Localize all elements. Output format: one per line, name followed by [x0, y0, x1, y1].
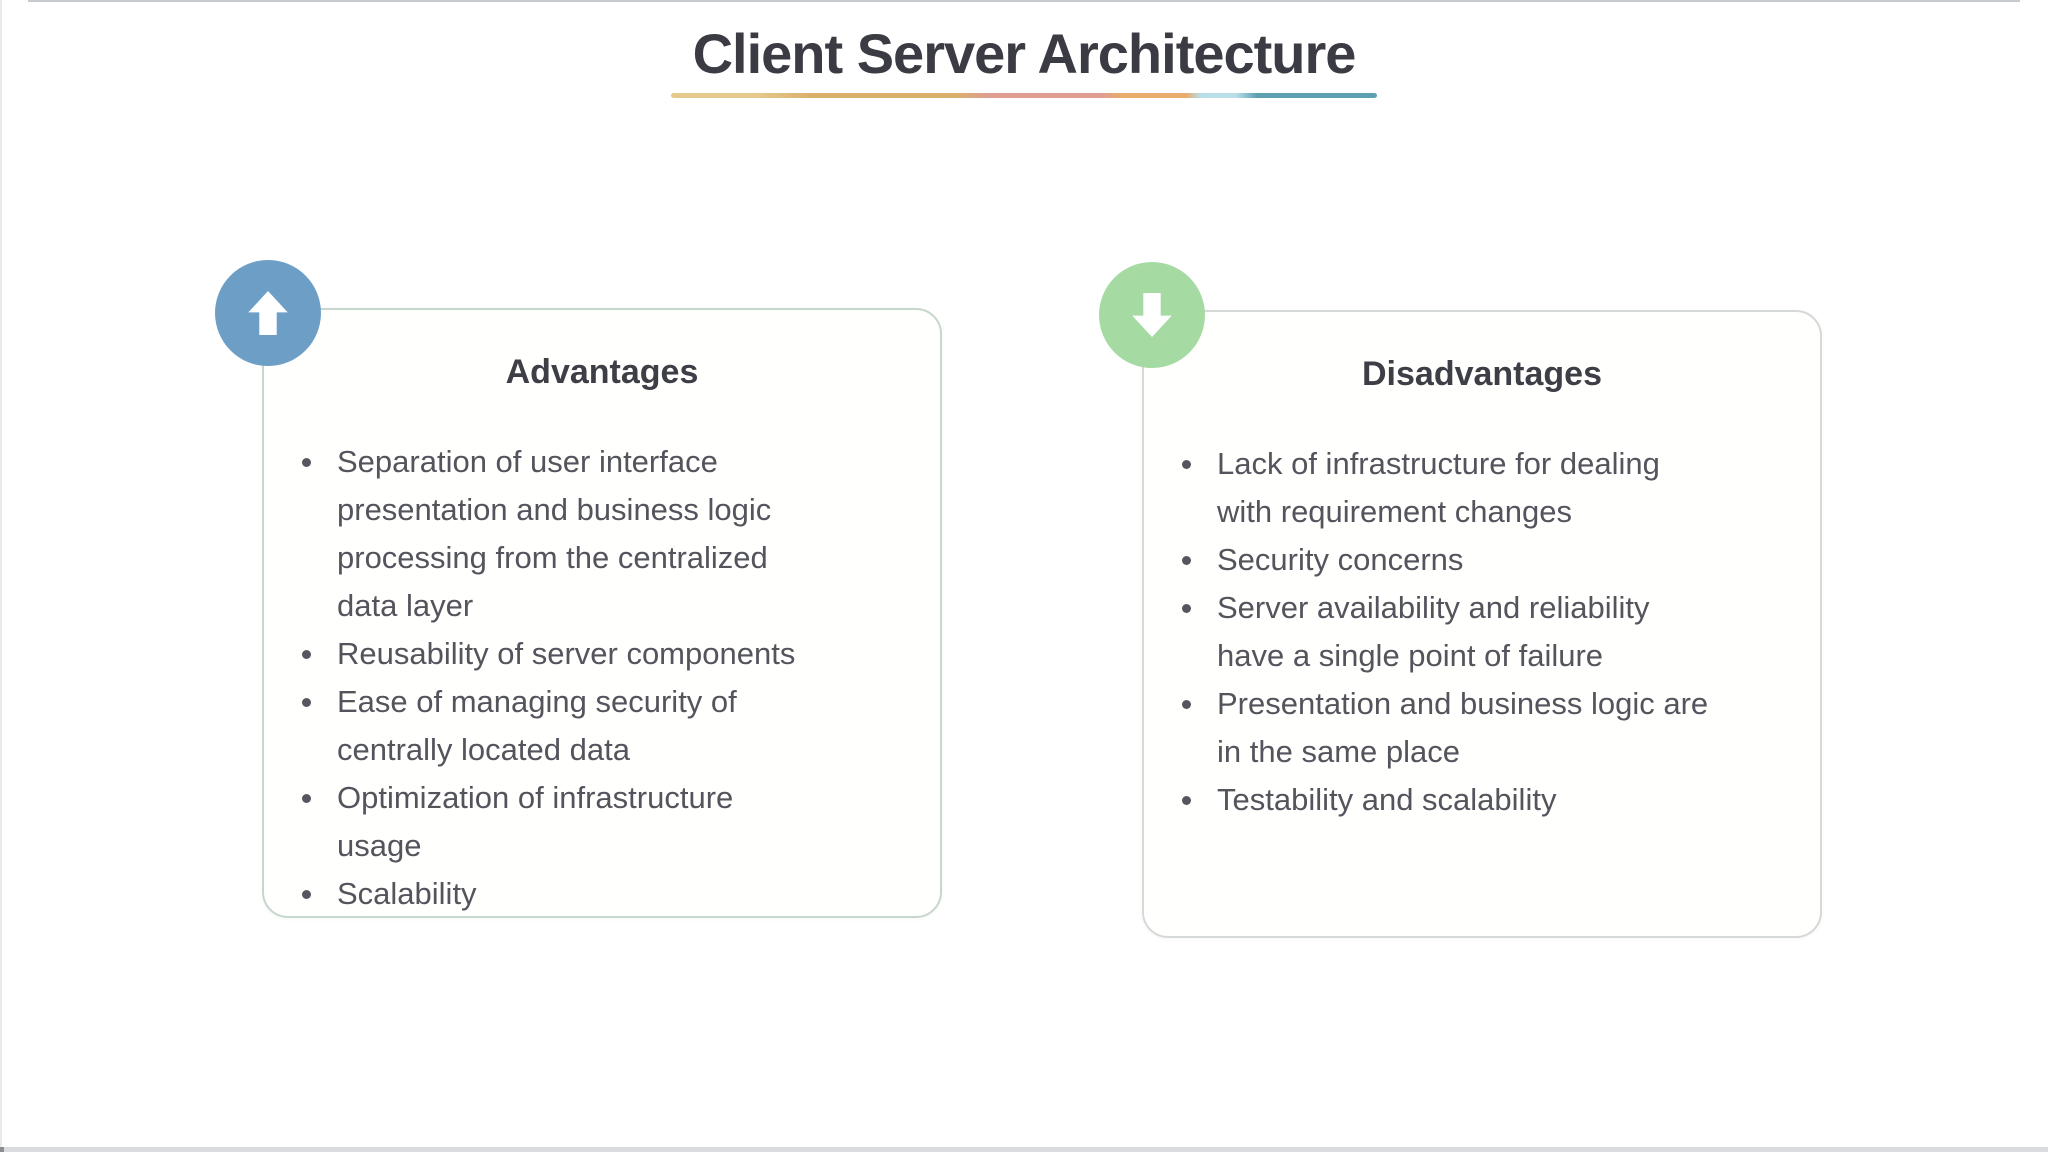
list-item-text: Security concerns — [1217, 542, 1464, 577]
disadvantages-card: Disadvantages Lack of infrastructure for… — [1099, 262, 1822, 938]
up-arrow-icon — [248, 290, 288, 336]
left-border-line — [0, 0, 2, 1152]
disadvantages-list: Lack of infrastructure for dealing with … — [1144, 440, 1820, 824]
list-item: Ease of managing security of centrally l… — [302, 678, 920, 774]
list-item-text: Reusability of server components — [337, 636, 796, 671]
list-item: Testability and scalability — [1182, 776, 1800, 824]
bullet-icon — [302, 890, 311, 899]
bullet-icon — [1182, 700, 1191, 709]
list-item-text: Ease of managing security of centrally l… — [337, 684, 737, 767]
list-item-text: Scalability — [337, 876, 477, 911]
page-title: Client Server Architecture — [692, 22, 1357, 85]
list-item: Lack of infrastructure for dealing with … — [1182, 440, 1800, 536]
advantages-heading: Advantages — [505, 353, 699, 391]
bullet-icon — [1182, 604, 1191, 613]
down-arrow-icon — [1132, 292, 1172, 338]
bottom-left-notch — [0, 1147, 4, 1152]
bullet-icon — [1182, 556, 1191, 565]
list-item-text: Presentation and business logic are in t… — [1217, 686, 1709, 769]
bullet-icon — [1182, 460, 1191, 469]
list-item-text: Separation of user interface presentatio… — [337, 444, 772, 623]
bullet-icon — [302, 458, 311, 467]
bullet-icon — [302, 698, 311, 707]
bullet-icon — [1182, 796, 1191, 805]
up-arrow-badge — [215, 260, 321, 366]
advantages-list: Separation of user interface presentatio… — [264, 438, 940, 918]
list-item: Optimization of infrastructure usage — [302, 774, 920, 870]
list-item: Separation of user interface presentatio… — [302, 438, 920, 630]
bullet-icon — [302, 650, 311, 659]
top-border-line — [28, 0, 2020, 2]
list-item: Server availability and reliability have… — [1182, 584, 1800, 680]
list-item: Presentation and business logic are in t… — [1182, 680, 1800, 776]
title-underline — [671, 93, 1377, 99]
advantages-card: Advantages Separation of user interface … — [215, 260, 942, 918]
down-arrow-badge — [1099, 262, 1205, 368]
bottom-border-line — [0, 1147, 2048, 1152]
list-item: Scalability — [302, 870, 920, 918]
list-item-text: Optimization of infrastructure usage — [337, 780, 734, 863]
list-item: Reusability of server components — [302, 630, 920, 678]
bullet-icon — [302, 794, 311, 803]
disadvantages-heading: Disadvantages — [1362, 355, 1602, 393]
list-item: Security concerns — [1182, 536, 1800, 584]
list-item-text: Server availability and reliability have… — [1217, 590, 1650, 673]
list-item-text: Lack of infrastructure for dealing with … — [1217, 446, 1660, 529]
list-item-text: Testability and scalability — [1217, 782, 1557, 817]
page-title-block: Client Server Architecture — [671, 22, 1377, 99]
